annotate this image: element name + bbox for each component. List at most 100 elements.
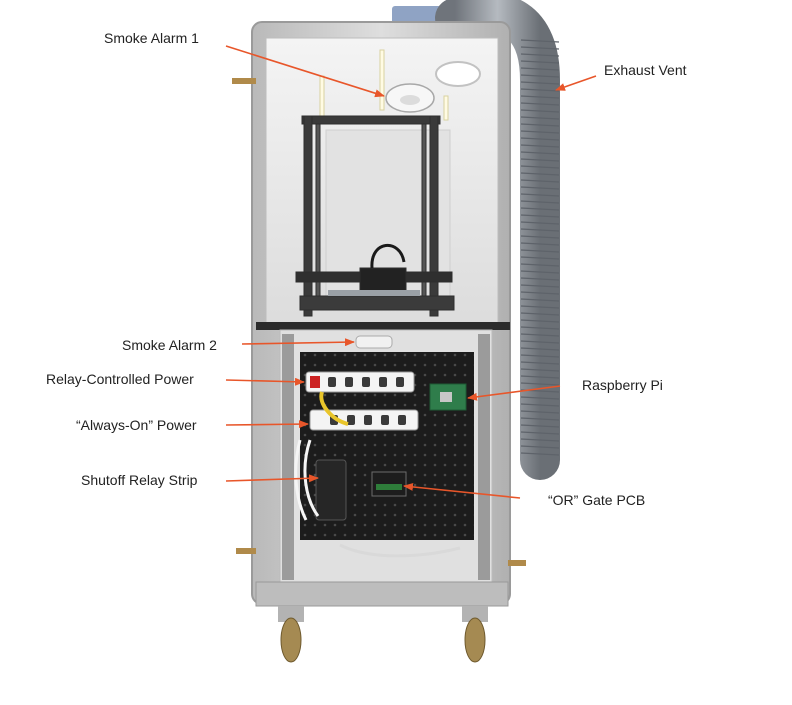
label-raspberry-pi: Raspberry Pi xyxy=(582,377,663,393)
arrow-smoke-alarm-1 xyxy=(225,45,385,98)
duct-rib xyxy=(520,53,560,57)
yellow-cable xyxy=(319,391,349,426)
power-outlet xyxy=(347,415,355,425)
duct-rib xyxy=(520,368,560,372)
duct-rib xyxy=(520,410,560,414)
power-outlet xyxy=(364,415,372,425)
right-handle-bottom xyxy=(508,560,526,566)
duct-rib xyxy=(520,130,560,134)
cabinet-base xyxy=(255,581,509,607)
duct-rib xyxy=(520,375,560,379)
label-or-gate-pcb: “OR” Gate PCB xyxy=(548,492,646,508)
duct-rib xyxy=(520,284,560,288)
right-caster-bracket xyxy=(462,606,488,622)
duct-rib xyxy=(520,417,560,421)
duct-rib xyxy=(520,347,560,351)
duct-rib xyxy=(520,102,560,106)
relay-strip-outlets xyxy=(328,377,404,387)
led-light-right xyxy=(443,95,449,121)
arrow-exhaust-vent xyxy=(555,75,597,91)
duct-rib xyxy=(520,74,560,78)
duct-rib xyxy=(520,88,560,92)
duct-rib xyxy=(520,123,560,127)
power-outlet xyxy=(345,377,353,387)
duct-rib xyxy=(520,207,560,211)
duct-rib xyxy=(520,228,560,232)
power-outlet xyxy=(398,415,406,425)
duct-rib xyxy=(520,361,560,365)
label-smoke-alarm-2: Smoke Alarm 2 xyxy=(122,337,217,353)
duct-rib xyxy=(520,291,560,295)
duct-rib xyxy=(520,452,560,456)
white-cables xyxy=(294,439,320,521)
arrow-relay-controlled-power xyxy=(225,377,305,386)
left-handle-top xyxy=(232,78,256,84)
duct-rib xyxy=(520,39,560,43)
duct-rib xyxy=(520,193,560,197)
duct-rib xyxy=(520,326,560,330)
duct-rib xyxy=(520,214,560,218)
left-rail xyxy=(282,334,294,580)
duct-rib xyxy=(520,256,560,260)
led-light-center xyxy=(379,49,385,111)
duct-rib xyxy=(520,242,560,246)
callout-arrows xyxy=(225,45,597,499)
duct-rib xyxy=(520,200,560,204)
power-outlet xyxy=(362,377,370,387)
duct-rib xyxy=(520,179,560,183)
duct-rib xyxy=(520,298,560,302)
duct-rib xyxy=(520,165,560,169)
led-light-left xyxy=(319,75,325,121)
power-outlet xyxy=(381,415,389,425)
left-caster-bracket xyxy=(278,606,304,622)
duct-rib xyxy=(520,186,560,190)
relay-strip-switch xyxy=(310,376,320,388)
duct-rib xyxy=(520,235,560,239)
3d-printer xyxy=(295,115,455,317)
duct-rib xyxy=(520,396,560,400)
left-handle-bottom xyxy=(236,548,256,554)
duct-rib xyxy=(520,81,560,85)
duct-rib xyxy=(520,333,560,337)
label-shutoff-relay-strip: Shutoff Relay Strip xyxy=(81,472,198,488)
duct-rib xyxy=(520,270,560,274)
duct-rib xyxy=(520,46,560,50)
shelf xyxy=(256,322,510,330)
power-outlet xyxy=(396,377,404,387)
arrow-raspberry-pi xyxy=(467,385,561,401)
raspberry-pi-chip xyxy=(440,392,452,402)
duct-rib xyxy=(520,382,560,386)
duct-rib xyxy=(520,95,560,99)
label-smoke-alarm-1: Smoke Alarm 1 xyxy=(104,30,199,46)
duct-rib xyxy=(520,277,560,281)
arrow-smoke-alarm-2 xyxy=(241,338,355,347)
duct-rib xyxy=(520,144,560,148)
duct-rib xyxy=(520,354,560,358)
duct-rib xyxy=(520,158,560,162)
power-outlet xyxy=(328,377,336,387)
duct-rib xyxy=(520,319,560,323)
duct-rib xyxy=(520,116,560,120)
duct-rib xyxy=(520,424,560,428)
duct-rib xyxy=(520,438,560,442)
exhaust-vent-opening xyxy=(435,61,481,87)
duct-rib xyxy=(520,445,560,449)
duct-rib xyxy=(520,249,560,253)
power-outlet xyxy=(379,377,387,387)
duct-rib xyxy=(520,340,560,344)
exhaust-duct xyxy=(435,0,560,480)
duct-rib xyxy=(520,60,560,64)
or-gate-terminals xyxy=(376,484,402,490)
duct-rib xyxy=(520,137,560,141)
smoke-alarm-2-device xyxy=(355,335,393,349)
left-caster-wheel xyxy=(280,617,302,663)
label-exhaust-vent: Exhaust Vent xyxy=(604,62,687,78)
arrow-always-on-power xyxy=(225,420,309,429)
shutoff-relay-strip-device xyxy=(315,459,347,521)
duct-rib xyxy=(520,403,560,407)
smoke-alarm-1-center xyxy=(400,95,420,105)
label-relay-controlled-power: Relay-Controlled Power xyxy=(46,371,194,387)
duct-rib xyxy=(520,67,560,71)
